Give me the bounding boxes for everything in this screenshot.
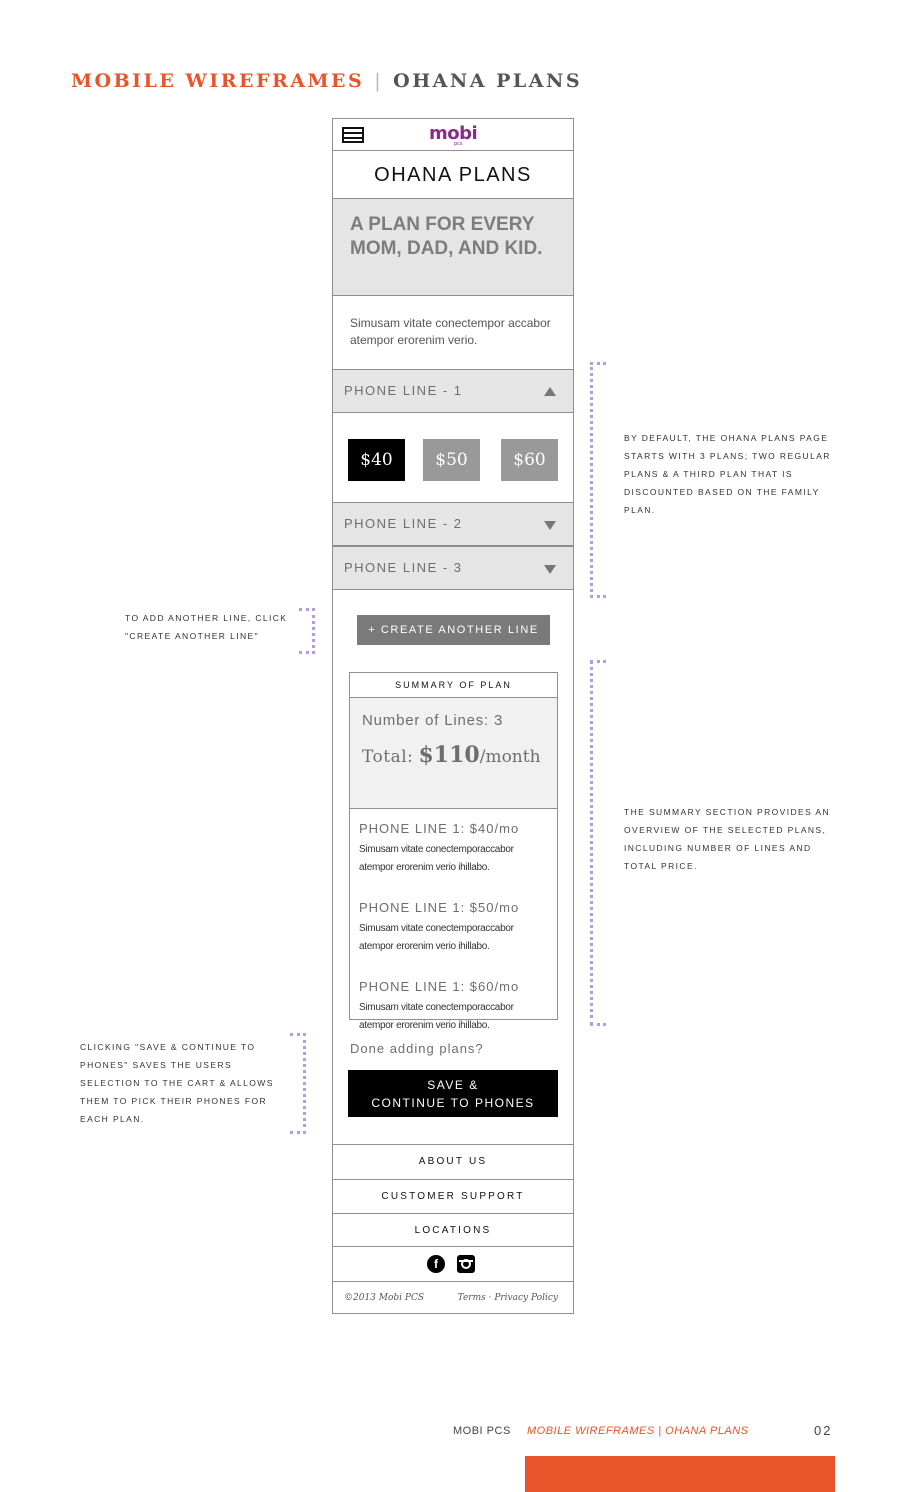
section-label: MOBILE WIREFRAMES (71, 70, 365, 92)
annotation-add-line: TO ADD ANOTHER LINE, CLICK "CREATE ANOTH… (125, 613, 288, 641)
annotation-summary: THE SUMMARY SECTION PROVIDES AN OVERVIEW… (624, 807, 831, 871)
summary-line-item: PHONE LINE 1: $60/mo Simusam vitate cone… (359, 979, 549, 1035)
page-number: 02 (814, 1423, 833, 1438)
top-bar: mobi pcs (333, 119, 573, 151)
total-label: Total: (362, 747, 414, 767)
annotation-default-plans: BY DEFAULT, THE OHANA PLANS PAGE STARTS … (624, 433, 831, 515)
done-adding-text: Done adding plans? (350, 1041, 484, 1056)
line-item-description: Simusam vitate conectemporaccabor atempo… (359, 923, 514, 952)
footer-link-about-us[interactable]: ABOUT US (333, 1144, 573, 1178)
chevron-down-icon (544, 521, 556, 530)
menu-icon[interactable] (342, 127, 364, 143)
hero-banner: A PLAN FOR EVERY MOM, DAD, AND KID. (333, 199, 573, 296)
phone-line-label: PHONE LINE - 1 (344, 383, 463, 398)
total-price: Total: $110/month (362, 742, 541, 768)
heading-separator: | (374, 70, 384, 92)
chevron-up-icon (544, 387, 556, 396)
line-item-title: PHONE LINE 1: $40/mo (359, 821, 520, 836)
footer-link-locations[interactable]: LOCATIONS (333, 1213, 573, 1246)
summary-line-item: PHONE LINE 1: $50/mo Simusam vitate cone… (359, 900, 549, 956)
instagram-icon[interactable] (457, 1255, 475, 1273)
phone-line-3-accordion[interactable]: PHONE LINE - 3 (333, 546, 573, 590)
annotation-bracket (590, 660, 606, 1026)
total-period: /month (479, 747, 541, 767)
annotation-bracket (290, 1033, 306, 1134)
price-option-40[interactable]: $40 (348, 439, 405, 481)
legal-bar: ©2013 Mobi PCS Terms · Privacy Policy (333, 1281, 573, 1313)
line-item-description: Simusam vitate conectemporaccabor atempo… (359, 1002, 514, 1031)
summary-line-item: PHONE LINE 1: $40/mo Simusam vitate cone… (359, 821, 549, 877)
footer-accent-bar (525, 1456, 835, 1492)
intro-text: Simusam vitate conectempor accabor atemp… (350, 316, 551, 347)
number-of-lines: Number of Lines: 3 (362, 712, 504, 729)
phone-line-1-accordion[interactable]: PHONE LINE - 1 (333, 369, 573, 413)
chevron-down-icon (544, 565, 556, 574)
logo[interactable]: mobi (429, 123, 478, 144)
annotation-bracket (590, 362, 606, 598)
footer-link-customer-support[interactable]: CUSTOMER SUPPORT (333, 1179, 573, 1213)
save-continue-button[interactable]: SAVE & CONTINUE TO PHONES (348, 1070, 558, 1117)
line-item-title: PHONE LINE 1: $50/mo (359, 900, 520, 915)
footer-section: MOBILE WIREFRAMES | OHANA PLANS (527, 1425, 749, 1437)
annotation-bracket (299, 608, 315, 654)
logo-subtitle: pcs (454, 141, 463, 147)
summary-heading: SUMMARY OF PLAN (350, 673, 557, 698)
social-links: f (333, 1246, 573, 1281)
line-item-description: Simusam vitate conectemporaccabor atempo… (359, 844, 514, 873)
facebook-icon[interactable]: f (427, 1255, 445, 1273)
line-item-title: PHONE LINE 1: $60/mo (359, 979, 520, 994)
save-button-line-2: CONTINUE TO PHONES (371, 1096, 535, 1110)
page-label: OHANA PLANS (393, 70, 583, 92)
page-title: OHANA PLANS (333, 151, 573, 199)
annotation-save: CLICKING "SAVE & CONTINUE TO PHONES" SAV… (80, 1042, 274, 1124)
terms-privacy-links[interactable]: Terms · Privacy Policy (457, 1293, 558, 1303)
summary-totals: Number of Lines: 3 Total: $110/month (350, 698, 557, 809)
price-option-60[interactable]: $60 (501, 439, 558, 481)
phone-line-label: PHONE LINE - 2 (344, 516, 463, 531)
phone-line-2-accordion[interactable]: PHONE LINE - 2 (333, 502, 573, 546)
total-amount: $110 (418, 742, 480, 768)
copyright-text: ©2013 Mobi PCS (344, 1293, 425, 1303)
footer-brand: MOBI PCS (453, 1425, 511, 1437)
summary-of-plan: SUMMARY OF PLAN Number of Lines: 3 Total… (349, 672, 558, 1031)
page-heading: MOBILE WIREFRAMES | OHANA PLANS (71, 70, 582, 92)
price-option-50[interactable]: $50 (423, 439, 480, 481)
phone-line-label: PHONE LINE - 3 (344, 560, 463, 575)
phone-wireframe: mobi pcs OHANA PLANS A PLAN FOR EVERY MO… (332, 118, 574, 1314)
create-another-line-button[interactable]: + CREATE ANOTHER LINE (357, 615, 550, 645)
save-button-line-1: SAVE & (427, 1078, 479, 1092)
